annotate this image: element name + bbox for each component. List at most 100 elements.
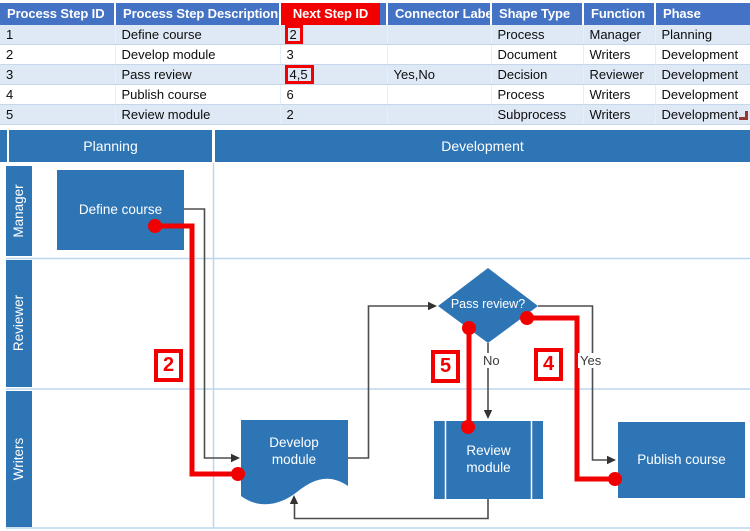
cell-next-step-id[interactable]: 2 <box>280 25 388 45</box>
cell-text: Reviewer <box>589 67 644 82</box>
lane-bar-reviewer[interactable] <box>6 260 32 387</box>
red-endpoint-dot <box>520 311 534 325</box>
connector-label-no: No <box>481 353 502 368</box>
cell-connector-label[interactable]: Yes,No <box>387 64 492 85</box>
connector-review-to-develop[interactable] <box>293 499 489 520</box>
cell-connector-label[interactable] <box>387 104 492 125</box>
table-row: 3 Pass review 4,5 Yes,No Decision Review… <box>0 64 750 85</box>
cell-process-step-description[interactable]: Pass review <box>115 64 281 85</box>
shape-label-pass-review: Pass review? <box>450 297 526 312</box>
col-header-next-step-id[interactable]: Next Step ID <box>280 3 388 25</box>
col-header-function[interactable]: Function <box>583 3 656 25</box>
cell-phase[interactable]: Development <box>655 84 750 105</box>
table-row: 2 Develop module 3 Document Writers Deve… <box>0 44 750 65</box>
connector-label-yes: Yes <box>578 353 604 368</box>
cell-process-step-description[interactable]: Publish course <box>115 84 281 105</box>
shape-label-review-module: Review module <box>466 443 511 475</box>
cell-text: 2 <box>286 107 294 122</box>
cell-phase[interactable]: Planning <box>655 25 750 45</box>
shape-label-publish-course: Publish course <box>637 451 726 467</box>
connector-develop-to-decision[interactable] <box>348 305 429 459</box>
next-step-value-red-box: 4,5 <box>284 65 314 84</box>
shape-publish-course-process[interactable] <box>618 422 745 498</box>
cell-text: Development <box>661 47 739 62</box>
cell-text: 6 <box>286 87 294 102</box>
arrowhead-icon <box>289 495 299 504</box>
col-header-process-step-id[interactable]: Process Step ID <box>0 3 116 25</box>
cell-shape-type[interactable]: Decision <box>491 64 584 85</box>
cell-function[interactable]: Writers <box>583 104 656 125</box>
shape-review-module-subprocess[interactable] <box>434 421 543 499</box>
arrowhead-icon <box>483 410 493 419</box>
col-header-process-step-description[interactable]: Process Step Description <box>115 3 281 25</box>
red-trace-connector-4 <box>527 315 613 482</box>
red-endpoint-dot <box>231 467 245 481</box>
lane-label-manager: Manager <box>11 184 26 238</box>
cell-next-step-id[interactable]: 6 <box>280 84 388 105</box>
cell-next-step-id[interactable]: 2 <box>280 104 388 125</box>
col-header-phase[interactable]: Phase <box>655 3 750 25</box>
cell-connector-label[interactable] <box>387 25 492 45</box>
lane-label-writers: Writers <box>11 437 26 481</box>
shape-pass-review-decision[interactable] <box>438 268 538 343</box>
cell-next-step-id[interactable]: 4,5 <box>280 64 388 85</box>
cell-text: Development <box>661 107 739 122</box>
arrowhead-icon <box>607 455 616 465</box>
cell-text: Planning <box>661 27 713 42</box>
cell-shape-type[interactable]: Process <box>491 84 584 105</box>
cell-phase[interactable]: Development <box>655 64 750 85</box>
cell-text: Decision <box>497 67 548 82</box>
col-header-label: Phase <box>663 6 701 21</box>
cell-shape-type[interactable]: Process <box>491 25 584 45</box>
cell-process-step-id[interactable]: 3 <box>0 64 116 85</box>
table-header-row: Process Step ID Process Step Description… <box>0 3 750 25</box>
cell-text: 1 <box>6 27 14 42</box>
phase-band-planning[interactable] <box>9 130 212 162</box>
callout-box-4: 4 <box>534 348 563 381</box>
shape-develop-module-document[interactable] <box>241 420 348 505</box>
cell-process-step-id[interactable]: 5 <box>0 104 116 125</box>
col-header-label: Shape Type <box>499 6 571 21</box>
cell-process-step-description[interactable]: Define course <box>115 25 281 45</box>
red-endpoint-dot <box>462 321 476 335</box>
shape-label-define-course: Define course <box>78 201 163 217</box>
cell-process-step-id[interactable]: 4 <box>0 84 116 105</box>
cell-connector-label[interactable] <box>387 84 492 105</box>
callout-box-2: 2 <box>154 349 183 382</box>
cell-phase[interactable]: Development <box>655 44 750 65</box>
lane-bar-manager[interactable] <box>6 166 32 256</box>
cell-phase[interactable]: Development <box>655 104 750 125</box>
cell-text: Development <box>661 67 739 82</box>
phase-band-development[interactable] <box>215 130 750 162</box>
cell-next-step-id[interactable]: 3 <box>280 44 388 65</box>
connector-decision-yes-to-publish[interactable] <box>538 305 608 461</box>
cell-function[interactable]: Writers <box>583 44 656 65</box>
cell-process-step-description[interactable]: Review module <box>115 104 281 125</box>
cell-shape-type[interactable]: Subprocess <box>491 104 584 125</box>
col-header-label: Function <box>591 6 646 21</box>
cell-function[interactable]: Manager <box>583 25 656 45</box>
shape-define-course-process[interactable] <box>57 170 184 250</box>
red-trace-connector-2 <box>155 223 238 477</box>
cell-function[interactable]: Reviewer <box>583 64 656 85</box>
cell-process-step-id[interactable]: 2 <box>0 44 116 65</box>
cell-function[interactable]: Writers <box>583 84 656 105</box>
cell-process-step-id[interactable]: 1 <box>0 25 116 45</box>
cell-text: Subprocess <box>497 107 567 122</box>
lane-label-reviewer: Reviewer <box>11 294 26 352</box>
cell-shape-type[interactable]: Document <box>491 44 584 65</box>
cell-text: 4,5 <box>289 67 308 82</box>
lane-bar-writers[interactable] <box>6 391 32 527</box>
arrowhead-icon <box>231 453 240 463</box>
connector-define-to-develop[interactable] <box>184 208 232 459</box>
cell-text: Process <box>497 87 545 102</box>
cell-process-step-description[interactable]: Develop module <box>115 44 281 65</box>
cell-text: Review module <box>121 107 211 122</box>
col-header-shape-type[interactable]: Shape Type <box>491 3 584 25</box>
col-header-connector-label[interactable]: Connector Label <box>387 3 492 25</box>
cell-text: Writers <box>589 47 631 62</box>
table-resize-handle[interactable] <box>739 111 748 120</box>
cell-connector-label[interactable] <box>387 44 492 65</box>
col-header-label: Process Step Description <box>123 6 279 21</box>
arrowhead-icon <box>428 301 437 311</box>
